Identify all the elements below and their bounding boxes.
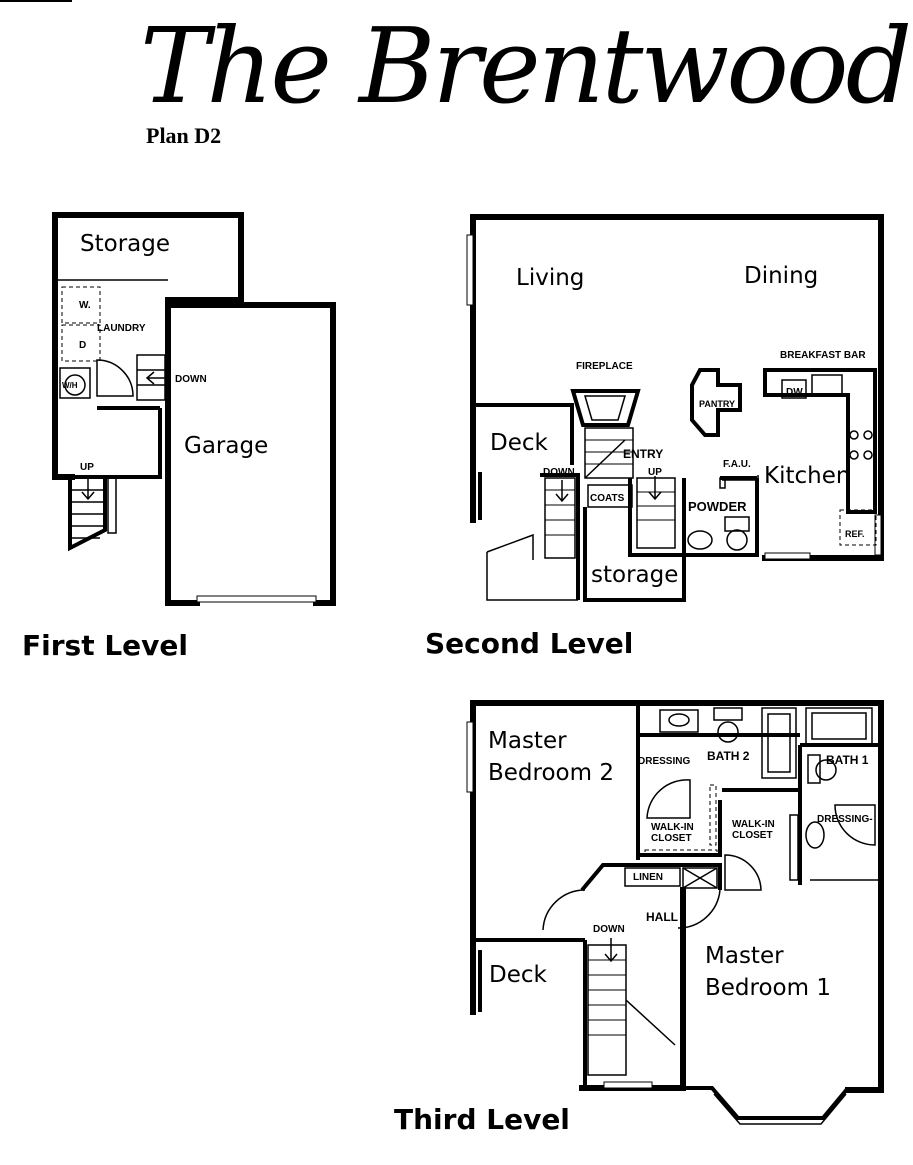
refrigerator-label: REF. xyxy=(845,529,865,539)
breakfast-bar-label: BREAKFAST BAR xyxy=(780,350,866,361)
fireplace-label: FIREPLACE xyxy=(576,361,633,372)
master-bedroom-1-line2: Bedroom 1 xyxy=(705,975,831,1001)
bath-1-label: BATH 1 xyxy=(826,753,869,767)
plan-title: The Brentwood xyxy=(140,5,909,127)
second-down-label: DOWN xyxy=(543,467,575,478)
plan-code: Plan D2 xyxy=(146,123,221,148)
dressing-2-label: DRESSING xyxy=(638,756,690,767)
water-heater-label: W/H xyxy=(62,381,78,390)
walk-in-closet-1-line2: CLOSET xyxy=(732,830,773,841)
hall-label: HALL xyxy=(646,910,678,924)
washer-label: W. xyxy=(79,300,91,311)
third-deck-label: Deck xyxy=(489,962,548,988)
first-level-heading: First Level xyxy=(22,629,188,662)
first-up-label: UP xyxy=(80,462,94,473)
walk-in-closet-1-line1: WALK-IN xyxy=(732,819,775,830)
dryer-label: D xyxy=(79,340,86,351)
walk-in-closet-2-line2: CLOSET xyxy=(651,833,692,844)
master-bedroom-2-line2: Bedroom 2 xyxy=(488,760,614,786)
linen-label: LINEN xyxy=(633,872,663,883)
living-label: Living xyxy=(516,265,584,291)
first-storage-label: Storage xyxy=(80,231,170,257)
third-level-plan xyxy=(466,700,884,1125)
dishwasher-label: DW xyxy=(786,387,803,398)
first-level-plan xyxy=(52,212,336,606)
second-deck-label: Deck xyxy=(490,430,549,456)
third-level-heading: Third Level xyxy=(394,1103,570,1136)
fau-label: F.A.U. xyxy=(723,459,751,470)
dressing-1-label: DRESSING- xyxy=(817,814,873,825)
master-bedroom-1-line1: Master xyxy=(705,943,784,969)
second-level-heading: Second Level xyxy=(425,627,633,660)
laundry-label: LAUNDRY xyxy=(97,323,146,334)
second-up-label: UP xyxy=(648,467,662,478)
garage-label: Garage xyxy=(184,433,268,459)
powder-label: POWDER xyxy=(688,499,747,514)
master-bedroom-2-line1: Master xyxy=(488,728,567,754)
coats-label: COATS xyxy=(590,493,625,504)
third-down-label: DOWN xyxy=(593,924,625,935)
kitchen-label: Kitchen xyxy=(764,463,850,489)
corner-mark xyxy=(0,0,72,2)
dining-label: Dining xyxy=(744,263,818,289)
pantry-label: PANTRY xyxy=(699,399,735,409)
second-storage-label: storage xyxy=(591,562,678,588)
second-level-plan xyxy=(466,214,884,602)
walk-in-closet-2-line1: WALK-IN xyxy=(651,822,694,833)
entry-label: ENTRY xyxy=(623,447,663,461)
bath-2-label: BATH 2 xyxy=(707,749,750,763)
first-down-label: DOWN xyxy=(175,374,207,385)
